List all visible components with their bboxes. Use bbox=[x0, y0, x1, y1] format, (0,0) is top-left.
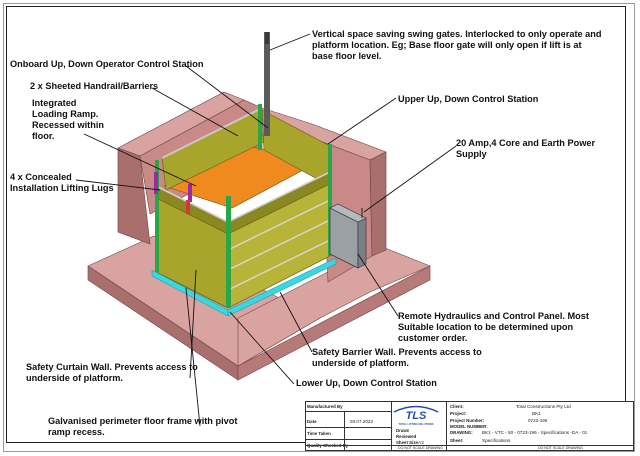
rear-handrail-rail bbox=[161, 109, 259, 159]
sheet-label: Sheet: bbox=[450, 438, 464, 443]
red-marker bbox=[186, 200, 190, 214]
date-value: 28.07.2023 bbox=[350, 419, 373, 424]
drawn-label: Drawn bbox=[396, 428, 410, 433]
do-not-scale-left: DO NOT SCALE DRAWING bbox=[398, 446, 443, 450]
date-label: Date bbox=[307, 419, 317, 424]
project-number-label: Project Number: bbox=[450, 418, 485, 423]
label-floor-frame: Galvanised perimeter floor frame with pi… bbox=[48, 416, 238, 437]
label-lower-station: Lower Up, Down Control Station bbox=[296, 378, 437, 388]
label-upper-station: Upper Up, Down Control Station bbox=[398, 94, 539, 104]
back-left-wall-face bbox=[117, 147, 151, 245]
client-label: Client: bbox=[450, 404, 464, 409]
floor-frame-side bbox=[227, 257, 337, 317]
label-swing-gates: Vertical space saving swing gates. Inter… bbox=[312, 29, 602, 61]
project-value: BK1 bbox=[532, 411, 541, 416]
title-block: Manufactured By Date 28.07.2023 Time Tak… bbox=[305, 401, 634, 451]
client-value: Total Constructions Pty Ltd bbox=[516, 404, 571, 409]
post-rear-right bbox=[258, 104, 262, 150]
tls-logo: TLS TOTAL LIFTING SOLUTIONS bbox=[393, 405, 439, 426]
outer-border bbox=[3, 3, 635, 452]
control-cabinet-top bbox=[329, 203, 367, 223]
model-label: MODEL NUMBER: bbox=[450, 424, 488, 429]
project-label: Project: bbox=[450, 411, 467, 416]
label-lifting-lugs: 4 x Concealed Installation Lifting Lugs bbox=[10, 172, 114, 193]
purple-lug-rear bbox=[188, 184, 192, 202]
ground-slab-top bbox=[237, 245, 431, 367]
gate-top-rail bbox=[155, 185, 229, 223]
sheet-value: Specifications bbox=[482, 438, 511, 443]
post-front-left bbox=[155, 160, 159, 272]
manufactured-by-label: Manufactured By bbox=[307, 404, 343, 409]
sheet-size-label: Sheet Size bbox=[396, 440, 418, 445]
operator-column bbox=[264, 32, 270, 136]
label-power-supply: 20 Amp,4 Core and Earth Power Supply bbox=[456, 138, 596, 159]
tb-vdivider bbox=[344, 411, 345, 451]
project-number-value: 0723-196 bbox=[528, 418, 548, 423]
barrier-rail-1 bbox=[227, 199, 331, 251]
label-onboard-station: Onboard Up, Down Operator Control Statio… bbox=[10, 59, 204, 69]
right-wall-outer bbox=[369, 151, 387, 257]
reviewed-label: Reviewed bbox=[396, 434, 417, 439]
post-front-corner bbox=[226, 196, 231, 308]
label-handrails: 2 x Sheeted Handrail/Barriers bbox=[30, 81, 159, 91]
label-ramp: Integrated Loading Ramp. Recessed within… bbox=[32, 98, 104, 141]
barrier-rail-2 bbox=[227, 219, 331, 271]
label-hydraulics: Remote Hydraulics and Control Panel. Mos… bbox=[398, 311, 589, 343]
tb-divider bbox=[306, 411, 391, 412]
logo-sub: TOTAL LIFTING SOLUTIONS bbox=[398, 422, 433, 426]
leader-lines bbox=[75, 33, 457, 427]
ground-slab-right bbox=[237, 265, 431, 381]
purple-lug-left bbox=[154, 172, 158, 194]
tb-vdivider bbox=[446, 402, 447, 451]
sheet-size-value: A3 bbox=[418, 440, 424, 445]
tb-divider bbox=[306, 439, 391, 440]
drawing-label: DRAWING: bbox=[450, 430, 473, 435]
gate-top-rail-side bbox=[227, 171, 331, 223]
label-barrier-wall: Safety Barrier Wall. Prevents access to … bbox=[312, 347, 482, 368]
do-not-scale-right: DO NOT SCALE DRAWING bbox=[538, 446, 583, 450]
drawing-value: BK1 - VTC - 50 - 0723-196 - Specificatio… bbox=[482, 430, 588, 435]
barrier-rail-3 bbox=[227, 239, 331, 291]
logo-text: TLS bbox=[406, 410, 427, 422]
tb-vdivider bbox=[391, 402, 392, 451]
post-side-right bbox=[328, 144, 332, 256]
tb-divider bbox=[306, 427, 391, 428]
label-curtain-wall: Safety Curtain Wall. Prevents access to … bbox=[26, 362, 198, 383]
operator-column-top bbox=[265, 32, 269, 44]
time-taken-label: Time Taken bbox=[307, 431, 331, 436]
tb-divider bbox=[306, 445, 633, 446]
